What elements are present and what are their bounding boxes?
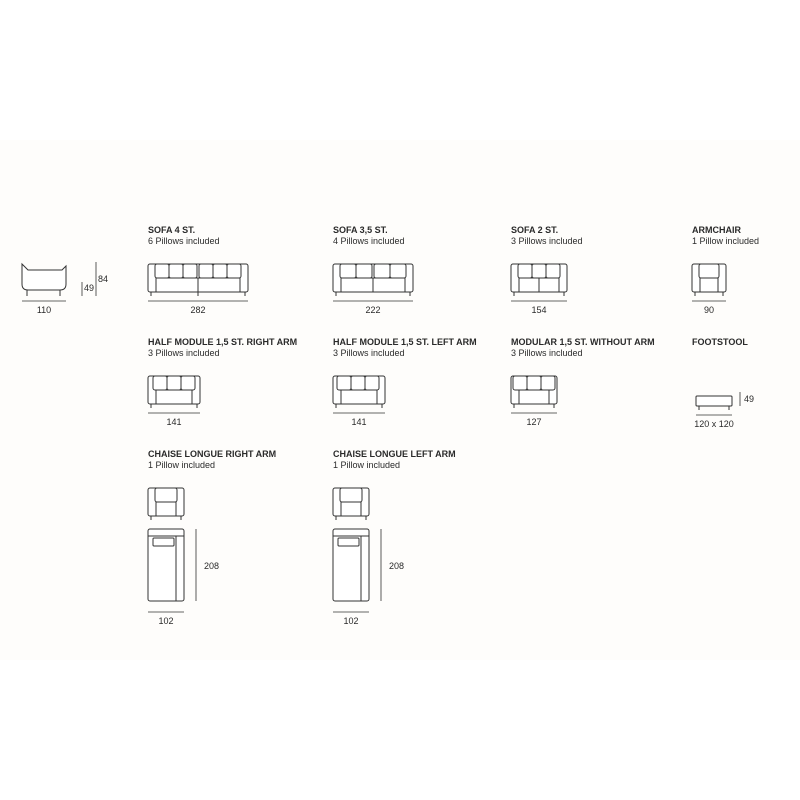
half-module-left-arm-width: 141 [351, 417, 367, 427]
side-view-depth: 110 [36, 305, 52, 315]
chaise-longue-right-arm-length: 208 [204, 561, 220, 571]
drawing-sheet [0, 140, 800, 660]
sofa-2-title: SOFA 2 ST. [511, 225, 559, 235]
armchair-drawing [691, 263, 727, 302]
chaise-longue-left-arm-pillows: 1 Pillow included [333, 460, 401, 470]
half-module-left-arm-drawing [332, 375, 386, 414]
side-view-height: 84 [98, 274, 109, 284]
sofa-3-5-drawing [332, 263, 414, 302]
chaise-longue-right-arm-drawing [147, 487, 197, 613]
sofa-2-drawing [510, 263, 568, 302]
half-module-right-arm-width: 141 [166, 417, 182, 427]
half-module-right-arm-title: HALF MODULE 1,5 ST. RIGHT ARM [148, 337, 298, 347]
chaise-longue-right-arm-width: 102 [158, 616, 174, 626]
modular-without-arm-pillows: 3 Pillows included [511, 348, 583, 358]
sofa-4-pillows: 6 Pillows included [148, 236, 220, 246]
side-view-drawing [21, 262, 97, 302]
half-module-right-arm-drawing [147, 375, 201, 414]
sofa-4-drawing [147, 263, 249, 302]
footstool-drawing [695, 392, 741, 416]
armchair-pillows: 1 Pillow included [692, 236, 760, 246]
modular-without-arm-drawing [510, 375, 558, 414]
chaise-longue-left-arm-width: 102 [343, 616, 359, 626]
sofa-3-5-title: SOFA 3,5 ST. [333, 225, 388, 235]
armchair-width: 90 [703, 305, 715, 315]
half-module-right-arm-pillows: 3 Pillows included [148, 348, 220, 358]
side-view-seat-height: 49 [84, 283, 95, 293]
chaise-longue-left-arm-title: CHAISE LONGUE LEFT ARM [333, 449, 456, 459]
half-module-left-arm-pillows: 3 Pillows included [333, 348, 405, 358]
chaise-longue-left-arm-length: 208 [389, 561, 405, 571]
modular-without-arm-title: MODULAR 1,5 ST. WITHOUT ARM [511, 337, 655, 347]
half-module-left-arm-title: HALF MODULE 1,5 ST. LEFT ARM [333, 337, 477, 347]
sofa-2-width: 154 [531, 305, 547, 315]
sofa-3-5-width: 222 [365, 305, 381, 315]
footstool-title: FOOTSTOOL [692, 337, 748, 347]
sofa-4-title: SOFA 4 ST. [148, 225, 196, 235]
chaise-longue-right-arm-title: CHAISE LONGUE RIGHT ARM [148, 449, 277, 459]
armchair-title: ARMCHAIR [692, 225, 741, 235]
chaise-longue-left-arm-drawing [332, 487, 382, 613]
sofa-3-5-pillows: 4 Pillows included [333, 236, 405, 246]
chaise-longue-right-arm-pillows: 1 Pillow included [148, 460, 216, 470]
sofa-2-pillows: 3 Pillows included [511, 236, 583, 246]
sofa-4-width: 282 [190, 305, 206, 315]
footstool-width: 120 x 120 [694, 419, 734, 429]
footstool-height: 49 [744, 394, 755, 404]
modular-without-arm-width: 127 [526, 417, 542, 427]
